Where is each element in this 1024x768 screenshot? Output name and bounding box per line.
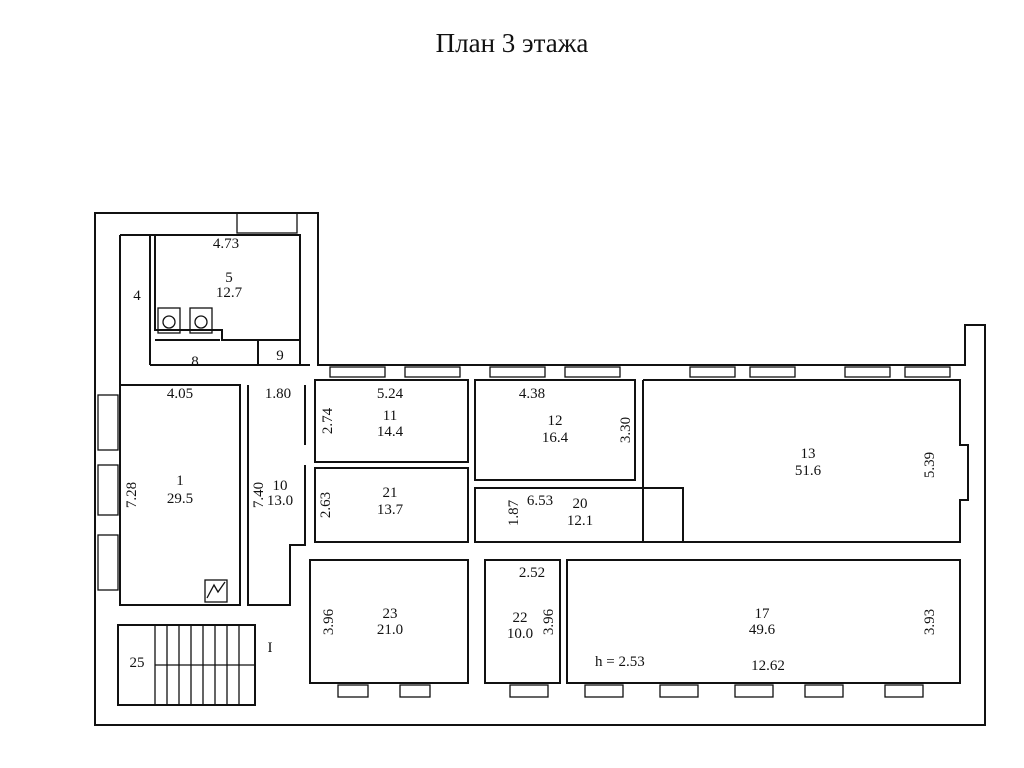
dimension: 4.38 [519, 386, 545, 402]
room-number: 20 [573, 496, 588, 512]
chimney-icon [206, 581, 226, 599]
windows [97, 366, 951, 698]
room-1 [119, 384, 241, 606]
room-13 [642, 379, 969, 543]
dimension: 2.52 [519, 565, 545, 581]
room-number: 21 [383, 485, 398, 501]
plan-title: План 3 этажа [435, 28, 589, 58]
room-number: 4 [133, 288, 141, 304]
room-17 [566, 559, 961, 684]
room-12 [474, 379, 636, 481]
dimension: 7.40 [251, 482, 267, 508]
room-10 [247, 385, 306, 606]
room-area: 51.6 [795, 463, 822, 479]
room-23 [309, 559, 469, 684]
room-number: 25 [130, 655, 145, 671]
chimney-icon [204, 579, 228, 603]
room-5-walls [149, 235, 310, 366]
room-area: 12.7 [216, 285, 243, 301]
room-area: 14.4 [377, 424, 404, 440]
dimension: 4.05 [167, 386, 193, 402]
outer-wall [94, 212, 986, 726]
dimension: 3.93 [922, 609, 938, 635]
dimension: 3.96 [541, 608, 557, 635]
room-number: 5 [225, 270, 233, 286]
ceiling-height: h = 2.53 [595, 654, 645, 670]
room-area: 13.0 [267, 493, 293, 509]
toilet-icon [189, 307, 213, 334]
room-number: 8 [191, 354, 199, 370]
room-22 [484, 559, 561, 684]
room-number: 22 [513, 610, 528, 626]
room-area: 12.1 [567, 513, 593, 529]
room-area: 13.7 [377, 502, 404, 518]
dimension: 5.39 [922, 452, 938, 478]
inner-wall-outline [119, 234, 301, 605]
toilet-icon [157, 307, 181, 334]
room-number: 23 [383, 606, 398, 622]
window [236, 212, 298, 234]
room-number: 10 [273, 478, 288, 494]
dimension: 5.24 [377, 386, 404, 402]
dimension: 7.28 [124, 482, 140, 508]
room-area: 21.0 [377, 622, 403, 638]
dimension: 6.53 [527, 493, 553, 509]
room-number: 11 [383, 408, 397, 424]
dimension: 4.73 [213, 236, 239, 252]
toilet-icon [194, 315, 208, 329]
room-area: 49.6 [749, 622, 776, 638]
dimension: 2.63 [318, 492, 334, 518]
room-number: 1 [176, 473, 184, 489]
room-number: 13 [801, 446, 816, 462]
room-number: 9 [276, 348, 284, 364]
room-area: 10.0 [507, 626, 533, 642]
room-number: 12 [548, 413, 563, 429]
dimension: 2.74 [320, 407, 336, 434]
dimension: 3.30 [618, 417, 634, 443]
room-21 [314, 467, 469, 543]
toilet-icon [162, 315, 176, 329]
room-20 [474, 487, 684, 543]
stair-label: I [268, 640, 273, 656]
room-area: 29.5 [167, 491, 193, 507]
room-11 [314, 379, 469, 463]
dimension: 1.80 [265, 386, 291, 402]
room-area: 16.4 [542, 430, 569, 446]
dimension: 12.62 [751, 658, 785, 674]
dimension: 3.96 [321, 608, 337, 635]
room-number: 17 [755, 606, 771, 622]
stair-steps [154, 625, 255, 705]
dimension: 1.87 [506, 499, 522, 526]
